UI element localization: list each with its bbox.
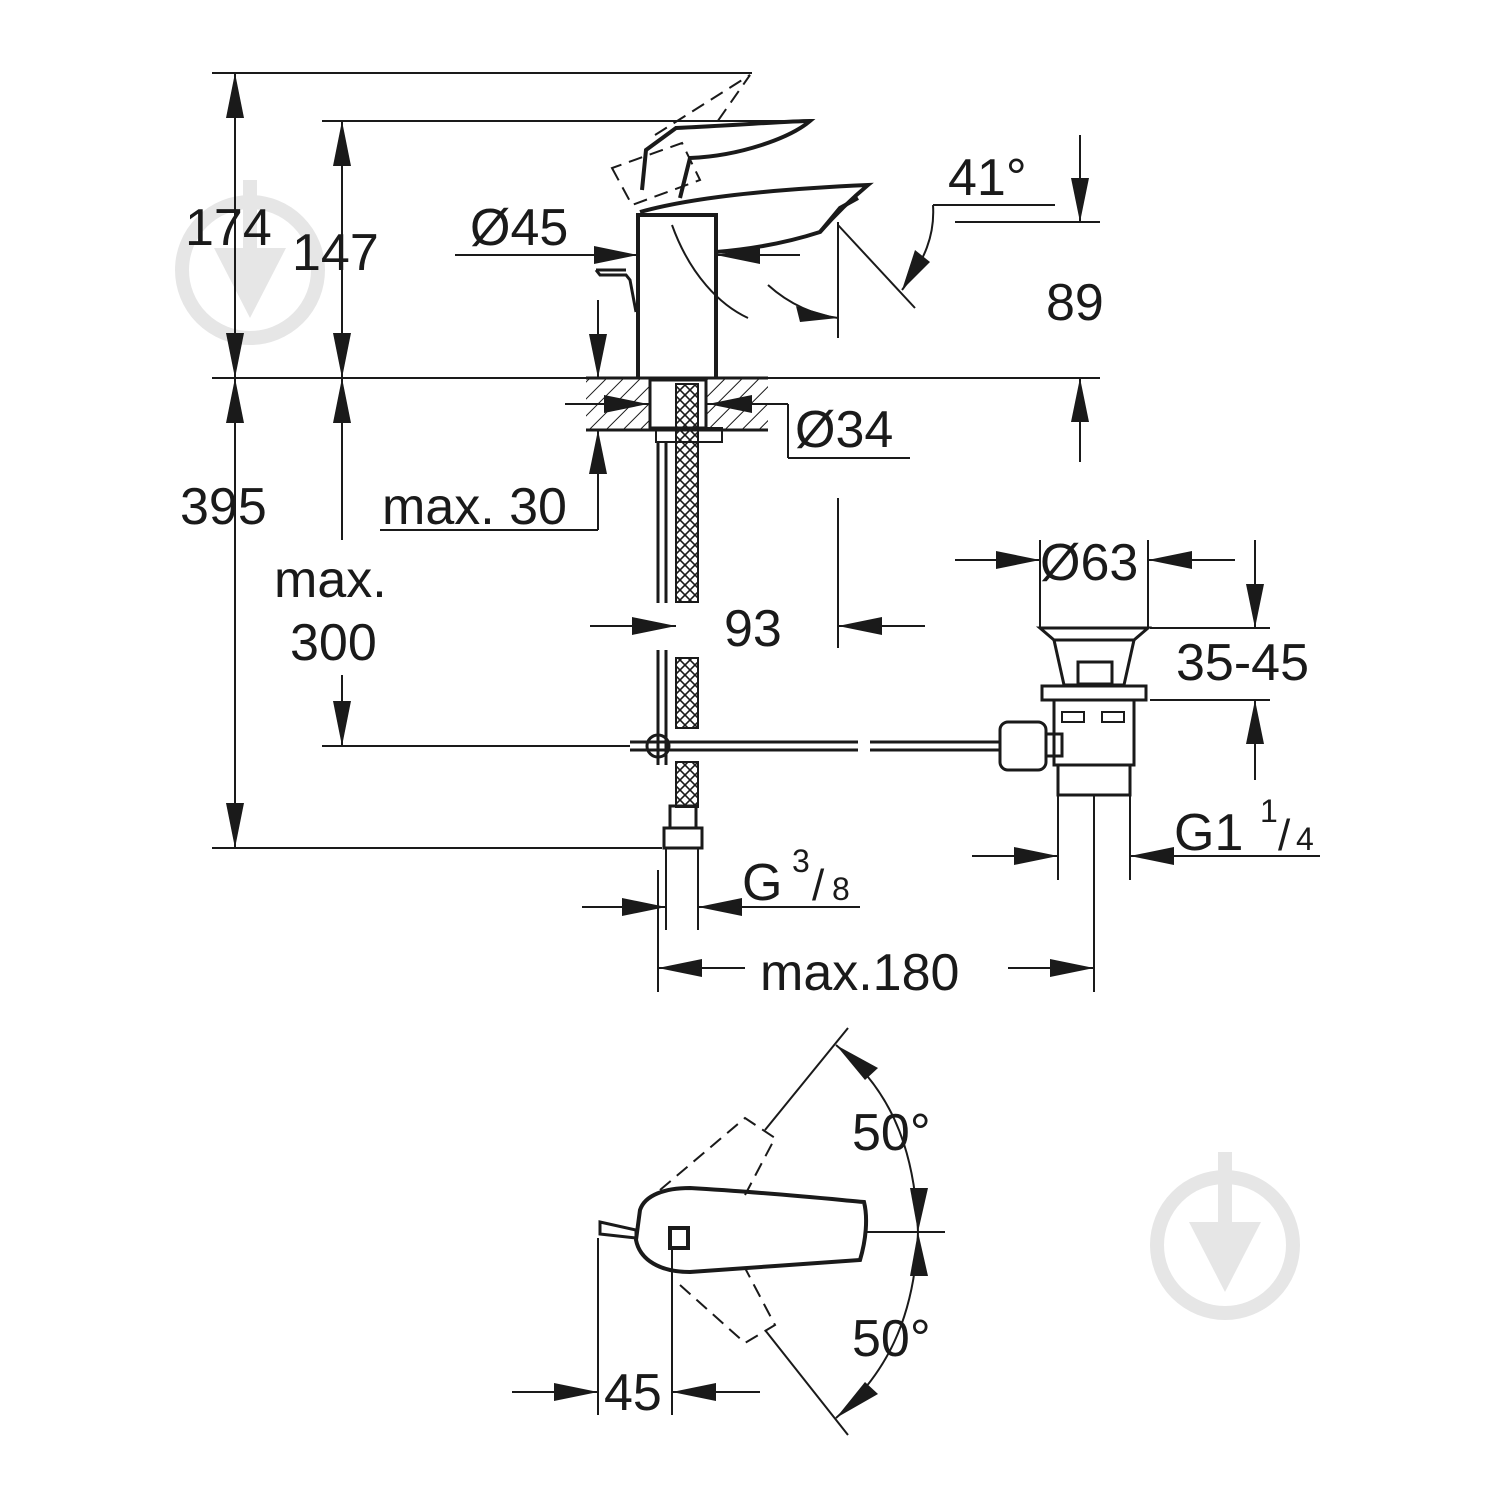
dim-line-41deg <box>767 204 1055 322</box>
label-height-spout: 147 <box>292 224 379 282</box>
dim-line-93 <box>590 498 925 648</box>
dim-line-g114 <box>972 847 1320 865</box>
label-supply-thread-slash: / <box>812 861 825 910</box>
watermark-logo-top <box>175 180 325 345</box>
label-supply-thread: G <box>742 854 782 912</box>
label-height-total: 174 <box>185 199 272 257</box>
dim-line-89 <box>837 135 1100 462</box>
label-spout-reach: 93 <box>724 600 782 658</box>
dim-line-max180 <box>657 870 1094 992</box>
label-rotate-up: 50° <box>852 1104 931 1162</box>
label-waste-thread-sub: 4 <box>1296 821 1314 857</box>
label-spout-height: 89 <box>1046 274 1104 332</box>
label-waste-thread: G1 <box>1174 804 1243 862</box>
watermark-logo-bottom <box>1150 1152 1300 1320</box>
top-view-handle <box>512 1027 945 1436</box>
label-waste-height: 35-45 <box>1176 634 1309 692</box>
faucet-body <box>594 74 874 378</box>
dim-line-g38 <box>582 898 860 916</box>
popup-rod <box>630 733 1000 759</box>
label-rotate-down: 50° <box>852 1310 931 1368</box>
label-waste-diameter: Ø63 <box>1040 534 1138 592</box>
waste-valve <box>998 626 1153 992</box>
dim-line-max30 <box>380 300 607 531</box>
label-supply-thread-sub: 8 <box>832 871 850 907</box>
label-hose-max-2: 300 <box>290 614 377 672</box>
label-waste-offset: max.180 <box>760 944 959 1002</box>
dim-line-d34 <box>565 395 910 459</box>
dim-line-35-45 <box>1150 540 1270 780</box>
label-lever-offset: 45 <box>604 1364 662 1422</box>
dim-line-max300 <box>333 378 351 746</box>
supply-hoses <box>656 383 704 930</box>
label-overall-depth: 395 <box>180 478 267 536</box>
dim-line-d45 <box>455 246 800 264</box>
label-deck-thickness: max. 30 <box>382 478 567 536</box>
label-supply-thread-sup: 3 <box>792 843 810 879</box>
label-body-diameter: Ø45 <box>470 199 568 257</box>
dim-line-147 <box>333 121 351 378</box>
dim-line-395 <box>226 378 244 848</box>
label-waste-thread-sup: 1 <box>1260 793 1278 829</box>
dim-line-174 <box>226 73 244 378</box>
label-lever-angle: 41° <box>948 149 1027 207</box>
label-waste-thread-slash: / <box>1278 811 1291 860</box>
dim-line-d63 <box>955 540 1235 628</box>
label-mount-diameter: Ø34 <box>795 401 893 459</box>
label-hose-max-1: max. <box>274 551 387 609</box>
